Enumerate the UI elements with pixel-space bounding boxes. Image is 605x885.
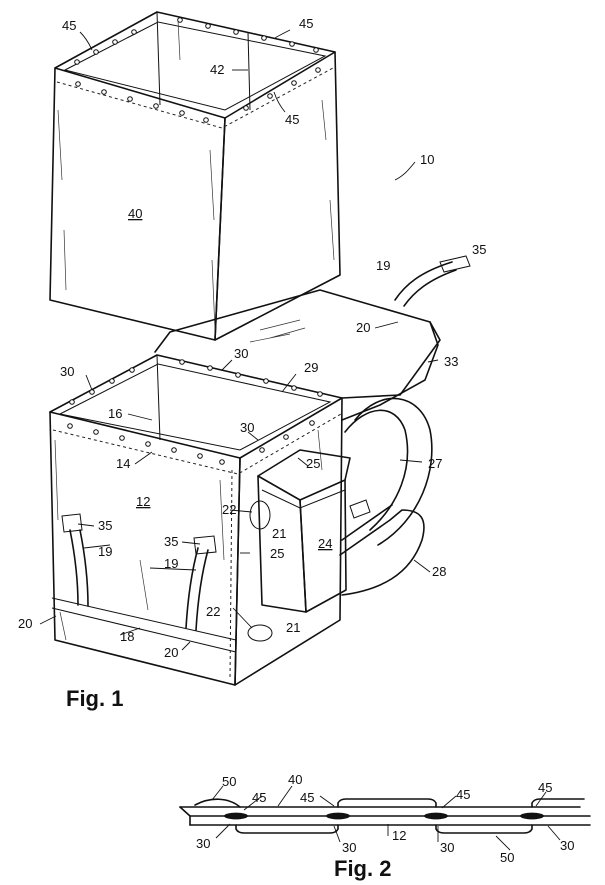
figure-2-caption: Fig. 2 [334, 856, 391, 881]
label-27: 27 [428, 456, 442, 471]
label-21: 21 [286, 620, 300, 635]
label-45: 45 [285, 112, 299, 127]
lower-box-rivets [67, 359, 323, 465]
upper-tub [49, 11, 341, 341]
label-35: 35 [98, 518, 112, 533]
label-35: 35 [472, 242, 486, 257]
label-25: 25 [306, 456, 320, 471]
label-14: 14 [116, 456, 130, 471]
label-50: 50 [500, 850, 514, 865]
label-30: 30 [560, 838, 574, 853]
label-19: 19 [164, 556, 178, 571]
label-42: 42 [210, 62, 224, 77]
label-19: 19 [376, 258, 390, 273]
label-18: 18 [120, 629, 134, 644]
harness-assembly [154, 255, 471, 596]
label-40: 40 [128, 206, 142, 221]
label-20: 20 [164, 645, 178, 660]
side-pouch [257, 449, 351, 613]
label-16: 16 [108, 406, 122, 421]
section-view [179, 798, 591, 834]
label-28: 28 [432, 564, 446, 579]
fig2-leader-lines [211, 785, 561, 851]
label-45: 45 [252, 790, 266, 805]
label-45: 45 [299, 16, 313, 31]
label-12: 12 [136, 494, 150, 509]
label-45: 45 [456, 787, 470, 802]
label-29: 29 [304, 360, 318, 375]
label-33: 33 [444, 354, 458, 369]
label-24: 24 [318, 536, 332, 551]
label-30: 30 [342, 840, 356, 855]
label-12: 12 [392, 828, 406, 843]
lower-box [49, 354, 343, 686]
upper-tub-rivets [74, 17, 321, 123]
fig2-reference-numerals: 50 45 40 45 45 45 30 30 12 30 50 30 [196, 772, 574, 865]
label-45: 45 [300, 790, 314, 805]
label-40: 40 [288, 772, 302, 787]
label-10: 10 [420, 152, 434, 167]
label-45: 45 [62, 18, 76, 33]
label-30: 30 [196, 836, 210, 851]
label-50: 50 [222, 774, 236, 789]
label-21: 21 [272, 526, 286, 541]
front-straps [61, 500, 273, 642]
label-30: 30 [440, 840, 454, 855]
fig1-reference-numerals: 45 45 45 42 40 10 19 35 20 33 30 30 29 1… [18, 16, 486, 660]
label-30: 30 [234, 346, 248, 361]
label-20: 20 [356, 320, 370, 335]
label-22: 22 [222, 502, 236, 517]
label-19: 19 [98, 544, 112, 559]
label-45: 45 [538, 780, 552, 795]
label-25: 25 [270, 546, 284, 561]
label-22: 22 [206, 604, 220, 619]
figure-1-caption: Fig. 1 [66, 686, 123, 711]
label-30: 30 [240, 420, 254, 435]
label-30: 30 [60, 364, 74, 379]
label-20: 20 [18, 616, 32, 631]
leader-lines [39, 29, 439, 651]
label-35: 35 [164, 534, 178, 549]
